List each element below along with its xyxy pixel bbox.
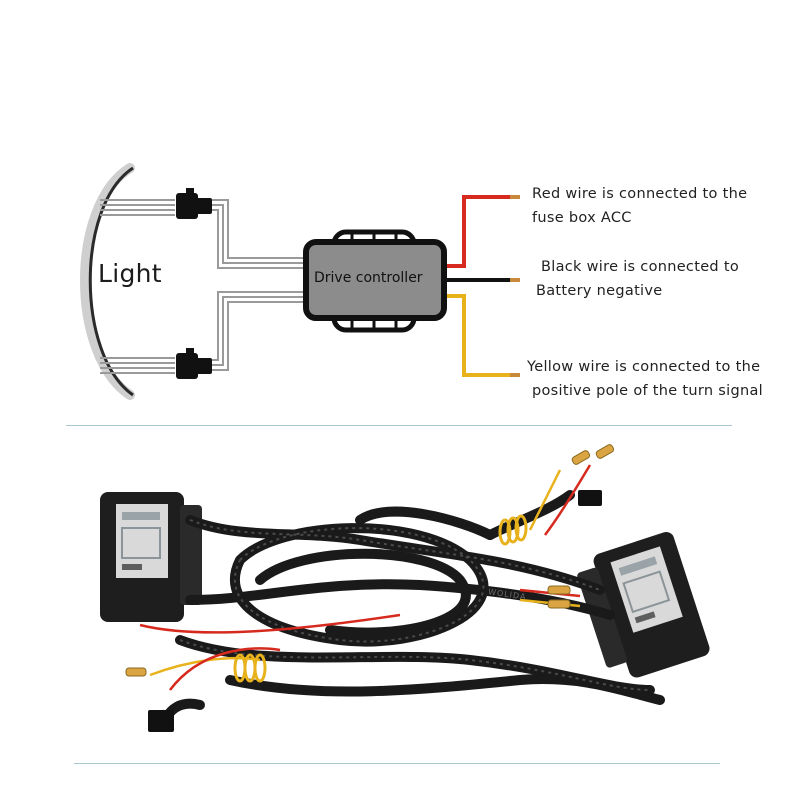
left-controller-box bbox=[100, 492, 202, 622]
plug-connectors bbox=[148, 490, 602, 732]
yellow-wire-label-line2: positive pole of the turn signal bbox=[532, 383, 763, 399]
right-controller-box bbox=[577, 532, 710, 678]
connector-upper bbox=[176, 188, 212, 219]
divider-top bbox=[66, 425, 732, 426]
red-wire-label-line1: Red wire is connected to the bbox=[532, 186, 748, 202]
product-photo bbox=[100, 444, 710, 732]
controller-label: Drive controller bbox=[314, 270, 423, 286]
wire-tips bbox=[510, 195, 520, 377]
connector-lower bbox=[176, 348, 212, 379]
black-wire-label-line2: Battery negative bbox=[536, 283, 663, 299]
terminals bbox=[125, 444, 615, 677]
output-wires bbox=[440, 195, 512, 377]
light-shape bbox=[80, 163, 135, 400]
divider-bottom bbox=[74, 763, 720, 764]
black-wire-label-line1: Black wire is connected to bbox=[541, 259, 739, 275]
light-label: Light bbox=[98, 259, 162, 288]
cable-loops bbox=[160, 490, 665, 725]
red-wire-label-line2: fuse box ACC bbox=[532, 210, 632, 226]
yellow-wire-label-line1: Yellow wire is connected to the bbox=[527, 359, 761, 375]
harness-upper bbox=[100, 199, 310, 269]
harness-lower bbox=[100, 291, 310, 374]
yellow-tape bbox=[233, 514, 528, 683]
drive-controller bbox=[303, 229, 447, 333]
